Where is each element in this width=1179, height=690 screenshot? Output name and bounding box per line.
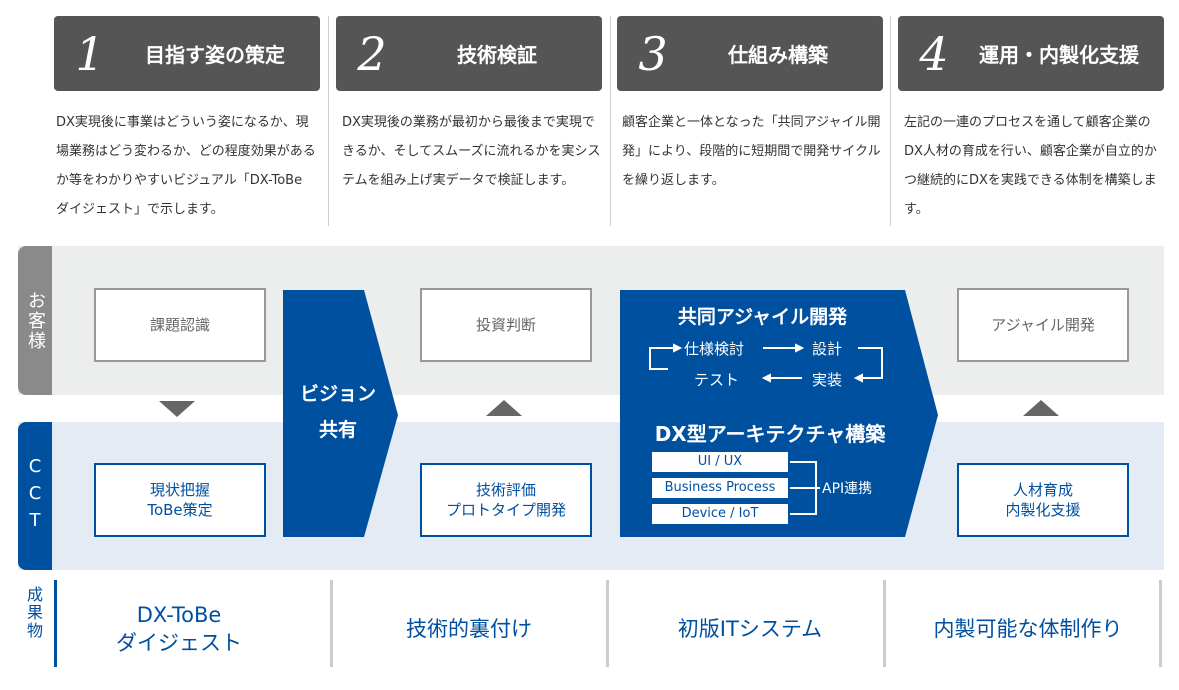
box-line: プロトタイプ開発 — [445, 501, 566, 519]
label-line: ビジョン — [299, 383, 376, 405]
agile-step-design: 設計 — [812, 340, 843, 358]
step-title: 運用・内製化支援 — [979, 43, 1139, 67]
customer-box-issue-recognition: 課題認識 — [94, 288, 266, 362]
customer-box-agile-dev: アジャイル開発 — [957, 288, 1129, 362]
vision-share-label: ビジョン共有 — [283, 376, 393, 448]
arch-layer-business: Business Process — [652, 478, 788, 498]
box-line: 人材育成 — [1012, 481, 1073, 499]
cct-box-talent: 人材育成内製化支援 — [957, 463, 1129, 537]
api-integration-label: API連携 — [822, 481, 873, 497]
arch-title: DX型アーキテクチャ構築 — [654, 422, 886, 446]
box-line: 現状把握 — [149, 481, 210, 499]
box-line: ToBe策定 — [147, 501, 213, 519]
step-4-header: 4 運用・内製化支援 — [898, 16, 1164, 91]
agile-step-spec: 仕様検討 — [684, 340, 745, 358]
output-tech-backing: 技術的裏付け — [406, 617, 532, 641]
divider — [1159, 580, 1162, 667]
cct-box-current-analysis: 現状把握 ToBe策定 — [94, 463, 266, 537]
step-number: 1 — [75, 26, 105, 81]
arrow-down-icon — [159, 401, 195, 417]
divider — [883, 580, 886, 667]
cct-row-label: CCT — [18, 422, 52, 570]
step-3-header: 3 仕組み構築 — [617, 16, 883, 91]
divider — [330, 580, 333, 667]
divider — [610, 16, 611, 226]
step-4-description: 左記の一連のプロセスを通して顧客企業のDX人材の育成を行い、顧客企業が自立的かつ… — [904, 115, 1157, 217]
agile-step-test: テスト — [694, 371, 740, 389]
arrow-up-icon — [486, 400, 522, 416]
divider — [606, 580, 609, 667]
arrow-up-icon — [1023, 400, 1059, 416]
arch-layer-device: Device / IoT — [652, 504, 788, 524]
label-line: 共有 — [318, 419, 357, 441]
customer-row-label: お客様 — [18, 246, 52, 395]
divider — [890, 16, 891, 226]
deliverables-bar — [54, 580, 57, 667]
output-line: ダイジェスト — [116, 631, 242, 655]
box-line: 技術評価 — [475, 481, 536, 499]
output-line: DX-ToBe — [136, 603, 222, 627]
vision-arrow-shape — [283, 290, 398, 537]
step-number: 2 — [357, 26, 387, 81]
cct-box-tech-eval: 技術評価プロトタイプ開発 — [420, 463, 592, 537]
build-arrow-shape — [620, 290, 938, 537]
step-2-header: 2 技術検証 — [336, 16, 602, 91]
arch-layer-ui: UI / UX — [652, 452, 788, 472]
step-3-description: 顧客企業と一体となった「共同アジャイル開発」により、段階的に短期間で開発サイクル… — [622, 115, 881, 188]
divider — [328, 16, 329, 226]
customer-box-investment-decision: 投資判断 — [420, 288, 592, 362]
box-line: 内製化支援 — [1005, 501, 1081, 519]
agile-title: 共同アジャイル開発 — [677, 306, 848, 328]
step-title: 目指す姿の策定 — [145, 43, 285, 67]
output-inhouse: 内製可能な体制作り — [933, 617, 1123, 641]
deliverables-label: 成果物 — [26, 585, 43, 640]
step-1-header: 1 目指す姿の策定 — [54, 16, 320, 91]
step-title: 技術検証 — [457, 43, 537, 67]
step-2-description: DX実現後の業務が最初から最後まで実現できるか、そしてスムーズに流れるかを実シス… — [342, 115, 601, 188]
step-number: 3 — [638, 26, 668, 81]
step-number: 4 — [919, 26, 949, 81]
output-dx-tobe: DX-ToBe ダイジェスト — [44, 596, 314, 662]
step-1-description: DX実現後に事業はどういう姿になるか、現場業務はどう変わるか、どの程度効果がある… — [56, 115, 316, 217]
step-title: 仕組み構築 — [728, 43, 828, 67]
agile-step-impl: 実装 — [812, 371, 843, 389]
output-first-system: 初版ITシステム — [677, 617, 823, 641]
